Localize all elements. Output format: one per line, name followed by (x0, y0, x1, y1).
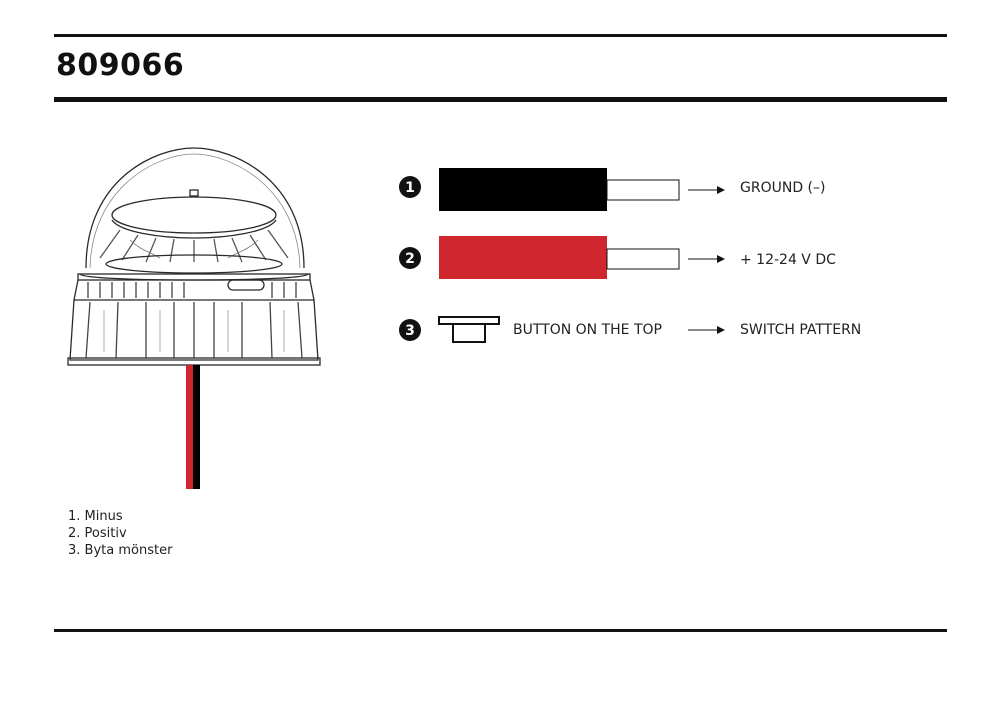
document-title: 809066 (56, 48, 185, 83)
badge-1 (399, 176, 421, 198)
svg-text:1: 1 (405, 180, 415, 196)
label-button-on-top: BUTTON ON THE TOP (513, 322, 662, 338)
wiring-row-button: 3 (399, 316, 725, 343)
beacon-illustration (67, 147, 321, 489)
legend-item-positive: 2. Positiv (68, 526, 127, 541)
beacon-reflector (111, 196, 277, 234)
badge-2 (399, 247, 421, 269)
title-underline-rule (54, 97, 947, 102)
arrow-ground (717, 186, 725, 194)
bottom-rule (54, 629, 947, 632)
button-icon (438, 316, 500, 343)
legend-item-minus: 1. Minus (68, 509, 123, 524)
wiring-diagram: 1 2 3 (399, 168, 725, 343)
svg-text:2: 2 (405, 251, 415, 267)
wire-black (439, 168, 607, 211)
beacon-dome (85, 147, 305, 269)
label-ground: GROUND (–) (740, 180, 826, 196)
badge-3 (399, 319, 421, 341)
wiring-row-ground: 1 (399, 168, 725, 211)
arrow-positive (717, 255, 725, 263)
cable-red (186, 365, 194, 489)
svg-text:3: 3 (405, 323, 415, 339)
legend-list: 1. Minus 2. Positiv 3. Byta mönster (68, 508, 172, 559)
arrow-switch (717, 326, 725, 334)
top-rule (54, 34, 947, 37)
beacon-base-lower (69, 299, 319, 361)
wire-red (439, 236, 607, 279)
wire-red-core (606, 248, 680, 270)
wire-black-core (606, 179, 680, 201)
label-positive: + 12-24 V DC (740, 252, 836, 268)
beacon-base-upper (73, 279, 315, 301)
cable-black (193, 365, 200, 489)
label-switch-pattern: SWITCH PATTERN (740, 322, 862, 338)
wiring-row-positive: 2 (399, 236, 725, 279)
legend-item-switch: 3. Byta mönster (68, 543, 173, 558)
